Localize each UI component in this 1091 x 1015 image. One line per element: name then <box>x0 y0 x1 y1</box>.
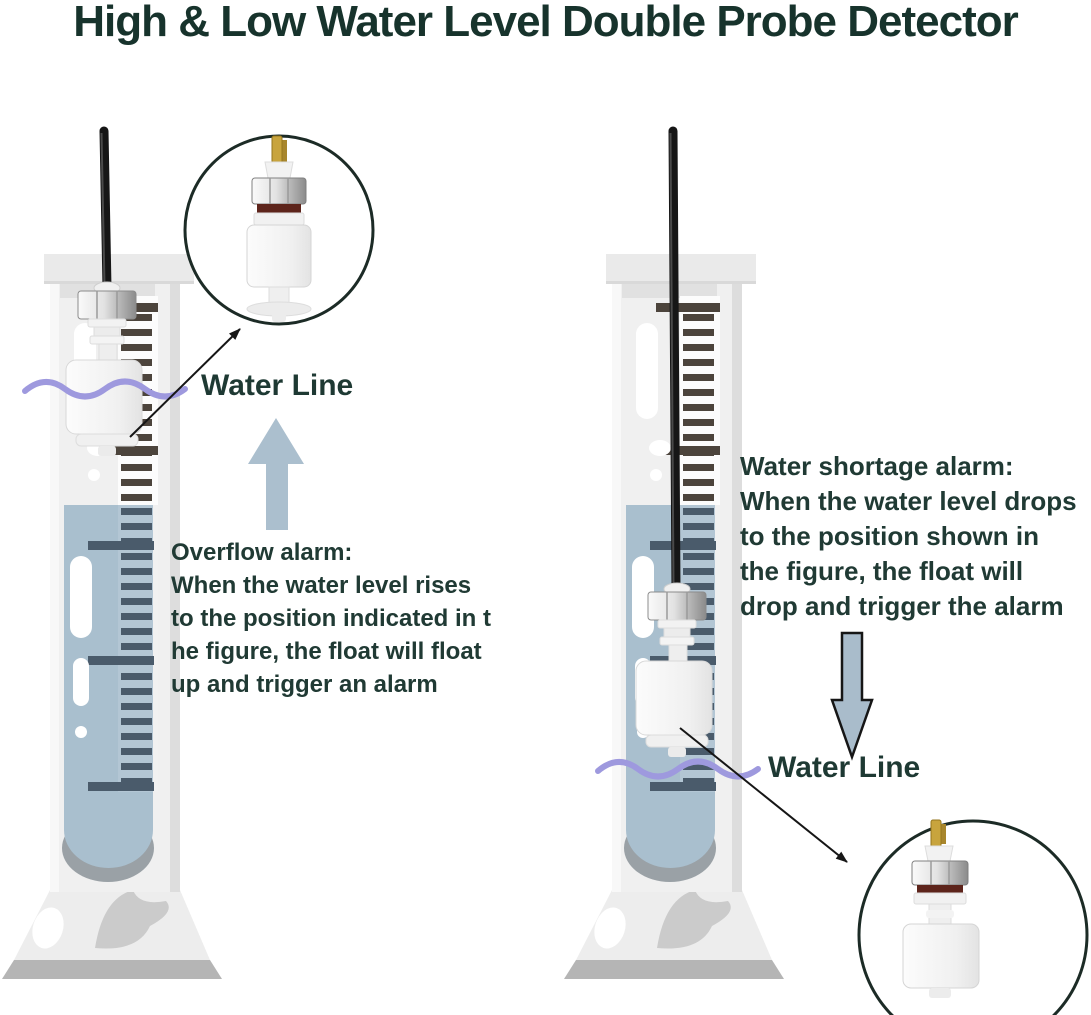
right-inset-photo <box>857 819 1089 1015</box>
alarm-line: When the water level rises <box>171 572 472 599</box>
left-alarm-text: Overflow alarm: When the water level ris… <box>171 536 491 701</box>
right-water-line-wave <box>595 758 761 780</box>
left-cable <box>99 126 112 293</box>
right-alarm-title: Water shortage alarm: <box>740 451 1014 481</box>
alarm-line: up and trigger an alarm <box>171 671 438 698</box>
left-inset-photo <box>183 134 375 326</box>
right-alarm-text: Water shortage alarm: When the water lev… <box>740 449 1077 624</box>
alarm-line: the figure, the float will <box>740 556 1024 586</box>
alarm-line: to the position shown in <box>740 521 1039 551</box>
left-alarm-title: Overflow alarm: <box>171 539 353 566</box>
left-annotation-arrow <box>129 328 241 438</box>
alarm-line: drop and trigger the alarm <box>740 591 1064 621</box>
alarm-line: he figure, the float will float <box>171 638 482 665</box>
down-arrow-icon <box>830 631 874 761</box>
right-cable <box>668 126 681 594</box>
right-annotation-arrow <box>679 727 848 863</box>
right-water-line-label: Water Line <box>768 751 921 784</box>
alarm-line: to the position indicated in t <box>171 605 491 632</box>
alarm-line: When the water level drops <box>740 486 1077 516</box>
left-water-line-wave <box>22 378 188 400</box>
up-arrow-icon <box>248 418 304 530</box>
page-title: High & Low Water Level Double Probe Dete… <box>73 0 1019 46</box>
left-water-line-label: Water Line <box>201 369 354 402</box>
